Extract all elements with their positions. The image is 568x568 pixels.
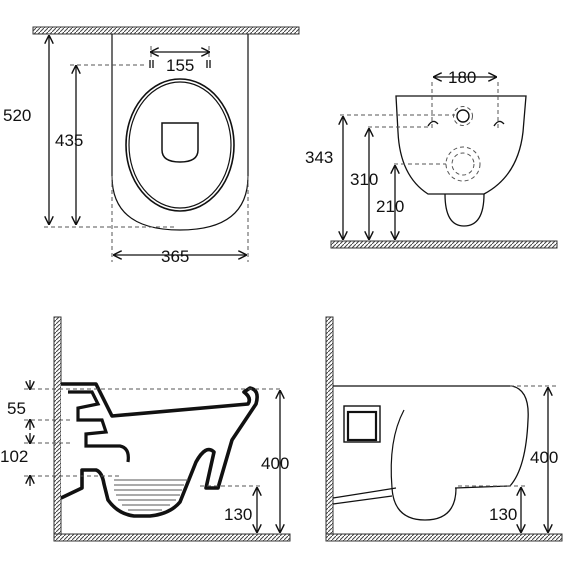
section-water — [114, 479, 188, 511]
dim-55-label: 55 — [7, 399, 26, 418]
dim-343-label: 343 — [305, 148, 333, 167]
dim-365-label: 365 — [161, 247, 189, 266]
side-dim-400-label: 400 — [530, 448, 558, 467]
top-bowl-outline — [111, 34, 249, 231]
side-pipe — [332, 487, 397, 499]
dim-130-label: 130 — [224, 505, 252, 524]
dim-400-label: 400 — [261, 454, 289, 473]
dim-102-label: 102 — [0, 447, 28, 466]
dim-310-label: 310 — [350, 170, 378, 189]
top-wall — [32, 26, 300, 35]
side-bowl-outline — [333, 385, 529, 489]
side-trap-outline — [391, 487, 457, 521]
rear-outlet — [445, 146, 481, 182]
dim-435-label: 435 — [55, 131, 83, 150]
rear-center-hole — [456, 109, 470, 123]
top-hole-left — [149, 60, 154, 68]
section-bowl-body — [60, 382, 259, 518]
rear-trap-outline — [444, 193, 485, 227]
side-bracket-outer — [343, 405, 381, 443]
side-bracket-inner — [346, 410, 378, 442]
top-seat-inner — [128, 81, 232, 209]
rear-fixing-left — [427, 120, 439, 127]
top-seat-outer — [125, 78, 235, 212]
dim-210-label: 210 — [376, 197, 404, 216]
side-bowl-inner — [390, 409, 405, 489]
dim-520-label: 520 — [3, 106, 31, 125]
dim-155-label: 155 — [166, 56, 194, 75]
section-view: 55 102 400 130 — [0, 316, 291, 542]
side-floor — [325, 533, 563, 542]
top-bowl-opening — [161, 122, 199, 163]
side-pipe-lower — [332, 495, 393, 505]
top-hole-right — [206, 60, 211, 68]
top-view: 155 520 435 365 — [3, 26, 300, 266]
side-dim-130-label: 130 — [489, 505, 517, 524]
section-wall — [53, 316, 62, 538]
side-wall — [325, 316, 334, 538]
section-floor — [53, 533, 291, 542]
side-view: 400 130 — [325, 316, 563, 542]
rear-floor — [330, 240, 558, 249]
rear-view: 180 343 310 210 — [305, 68, 558, 249]
dim-180-label: 180 — [448, 68, 476, 87]
section-trap-inner — [68, 390, 130, 463]
rear-fixing-right — [493, 120, 505, 127]
